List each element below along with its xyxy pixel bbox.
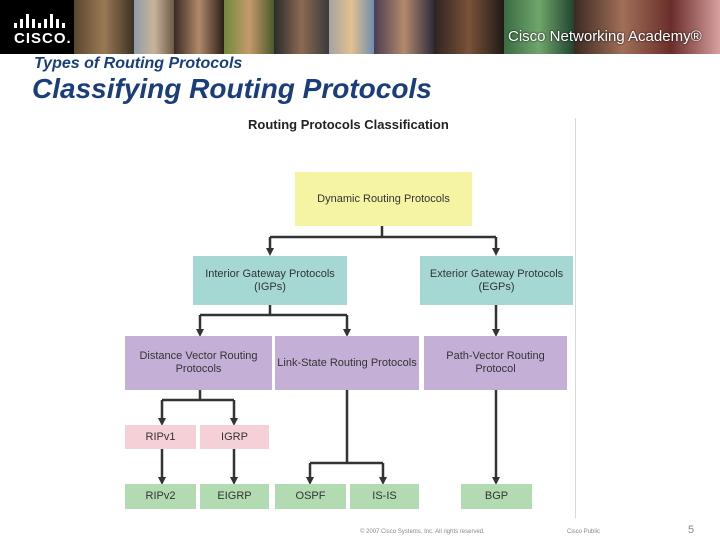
bgp-label: BGP bbox=[484, 490, 509, 502]
cisco-bars-icon bbox=[14, 12, 65, 28]
isis-box: IS-IS bbox=[350, 484, 419, 509]
link-state-box: Link-State Routing Protocols bbox=[275, 336, 419, 390]
isis-label: IS-IS bbox=[372, 490, 397, 502]
diagram-title: Routing Protocols Classification bbox=[248, 117, 449, 132]
ripv1-box: RIPv1 bbox=[125, 425, 196, 449]
header-banner: CISCO. Cisco Networking Academy® bbox=[0, 0, 720, 54]
banner-photo-10 bbox=[574, 0, 720, 54]
ospf-label: OSPF bbox=[295, 490, 326, 502]
igrp-box: IGRP bbox=[200, 425, 269, 449]
dynamic-routing-label: Dynamic Routing Protocols bbox=[317, 192, 450, 205]
classification-text: Cisco Public bbox=[567, 529, 601, 535]
ospf-box: OSPF bbox=[275, 484, 346, 509]
banner-photo-8 bbox=[434, 0, 504, 54]
ripv1-label: RIPv1 bbox=[145, 430, 176, 443]
banner-photo-6 bbox=[329, 0, 374, 54]
divider-line bbox=[575, 118, 576, 518]
eigrp-box: EIGRP bbox=[200, 484, 269, 509]
slide-subtitle: Types of Routing Protocols bbox=[34, 55, 243, 72]
banner-photo-2 bbox=[134, 0, 174, 54]
igrp-label: IGRP bbox=[221, 430, 248, 443]
page-number: 5 bbox=[688, 524, 695, 536]
cisco-logo: CISCO. bbox=[0, 0, 74, 54]
link-state-label: Link-State Routing Protocols bbox=[277, 356, 417, 369]
banner-photo-7 bbox=[374, 0, 434, 54]
ripv2-label: RIPv2 bbox=[145, 490, 176, 502]
ripv2-box: RIPv2 bbox=[125, 484, 196, 509]
cisco-wordmark: CISCO. bbox=[14, 30, 72, 47]
egp-box: Exterior Gateway Protocols (EGPs) bbox=[420, 256, 573, 305]
igp-label: Interior Gateway Protocols (IGPs) bbox=[205, 267, 335, 293]
path-vector-label: Path-Vector Routing Protocol bbox=[446, 350, 545, 375]
egp-label: Exterior Gateway Protocols (EGPs) bbox=[429, 267, 564, 293]
path-vector-box: Path-Vector Routing Protocol bbox=[424, 336, 567, 390]
banner-photo-9 bbox=[504, 0, 574, 54]
distance-vector-label: Distance Vector Routing Protocols bbox=[139, 350, 258, 375]
academy-title: Cisco Networking Academy® bbox=[508, 28, 702, 45]
banner-photo-3 bbox=[174, 0, 224, 54]
distance-vector-box: Distance Vector Routing Protocols bbox=[125, 336, 272, 390]
bgp-box: BGP bbox=[461, 484, 532, 509]
banner-photo-1 bbox=[74, 0, 134, 54]
banner-photo-4 bbox=[224, 0, 274, 54]
copyright-text: © 2007 Cisco Systems, Inc. All rights re… bbox=[360, 529, 485, 535]
dynamic-routing-box: Dynamic Routing Protocols bbox=[295, 172, 472, 226]
eigrp-label: EIGRP bbox=[217, 490, 252, 502]
banner-photo-5 bbox=[274, 0, 329, 54]
igp-box: Interior Gateway Protocols (IGPs) bbox=[193, 256, 347, 305]
slide-title: Classifying Routing Protocols bbox=[32, 73, 432, 104]
